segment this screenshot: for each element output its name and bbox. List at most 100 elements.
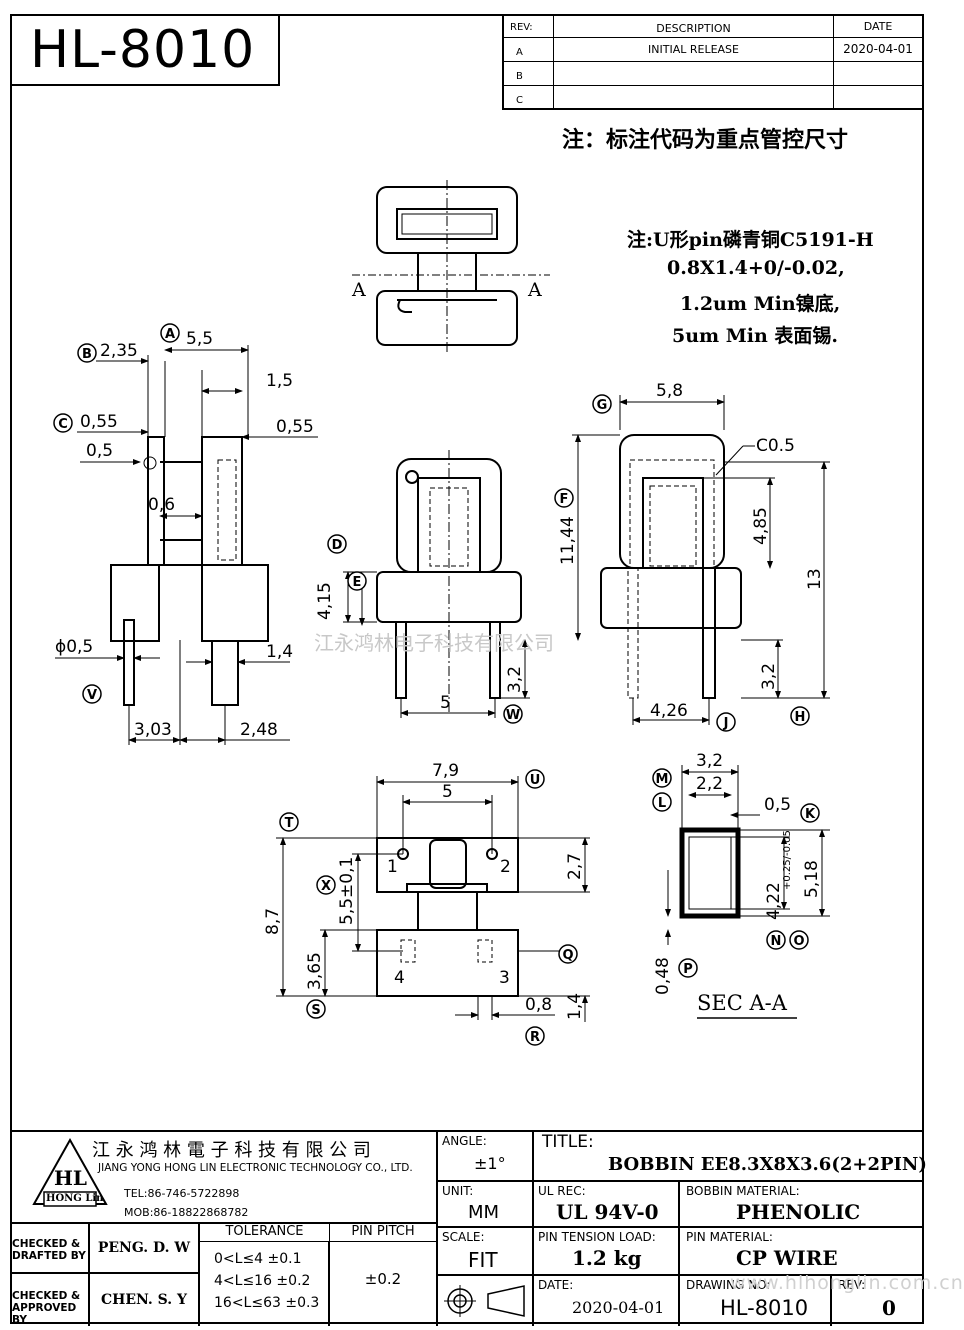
angle-cell: ANGLE: ±1° [438,1132,534,1182]
circled-label-t: T [279,812,299,832]
technical-drawing: 5,5 2,35 0,55 0,5 1,5 0,55 0,6 ϕ0,5 1,4 … [53,180,830,1046]
sec-dim-0-48: 0,48 [653,957,673,995]
title-block: HL HONG Lin 江 永 鸿 林 電 子 科 技 有 限 公 司 JIAN… [10,1130,963,1326]
dim-5-5: 5,5±0,1 [337,857,357,925]
note-pin-line2: 0.8X1.4+0/-0.02, [667,257,845,279]
pin-tension-value: 1.2 kg [572,1246,642,1270]
circled-label-k: K [800,803,820,823]
circled-label-text: L [658,796,666,811]
dim-3-03: 3,03 [134,720,172,740]
circled-label-q: Q [558,944,578,964]
bobbin-material-cell: BOBBIN MATERIAL: PHENOLIC [680,1182,924,1228]
description-header: DESCRIPTION [554,16,834,38]
logo-text: HL [54,1166,87,1190]
rev-a-date: 2020-04-01 [834,38,922,62]
dim-8-7: 8,7 [263,908,283,935]
circled-label-text: U [530,773,541,788]
dim-c: 0,55 [80,412,118,432]
circled-label-p: P [678,958,698,978]
rev-header: REV: [504,16,554,38]
note-pin-line1: 注:U形pin磷青铜C5191-H [627,229,874,251]
watermark: 江永鸿林电子科技有限公司 [314,631,554,655]
circled-label-text: X [321,879,331,894]
circled-label-g: G [592,394,612,414]
company-area: HL HONG Lin 江 永 鸿 林 電 子 科 技 有 限 公 司 JIAN… [10,1132,438,1224]
circled-label-text: J [723,716,729,731]
circled-label-l: L [652,792,672,812]
dim-0-6: 0,6 [148,495,175,515]
note-pin-line4: 5um Min 表面锡. [672,325,839,347]
projection-symbol-icon [444,1285,525,1317]
sec-dim-5-18: 5,18 [802,860,822,898]
dim-11-44: 11,44 [558,516,578,565]
pin-material-cell: PIN MATERIAL: CP WIRE [680,1228,924,1276]
circled-label-d: D [327,534,347,554]
rev-value: 0 [882,1296,896,1320]
circled-label-text: D [332,538,343,553]
checked-drafted-by: PENG. D. W [90,1224,200,1274]
ul-rec-value: UL 94V-0 [556,1200,659,1224]
dim-phi: ϕ0,5 [55,637,93,657]
rev-a-description: INITIAL RELEASE [554,38,834,62]
sec-dim-0-5: 0,5 [764,795,791,815]
dim-4-85: 4,85 [751,507,771,545]
company-mob: MOB:86-18822868782 [124,1206,249,1219]
circled-label-u: U [525,769,545,789]
dim-7-9: 7,9 [432,761,459,781]
rev-b: B [504,62,554,86]
drawing-frame [10,14,924,1324]
scale-cell: SCALE: FIT [438,1228,534,1276]
tolerance-row-2: 4<L≤16 ±0.2 [214,1273,311,1289]
rev-c-description [554,86,834,110]
title-cell: TITLE: BOBBIN EE8.3X8X3.6(2+2PIN) [534,1132,927,1182]
pin-number-2: 2 [500,857,511,877]
dim-4-26: 4,26 [650,701,688,721]
circled-label-text: N [771,934,782,949]
date-label: DATE: [538,1278,574,1292]
company-tel: TEL:86-746-5722898 [124,1187,240,1200]
pin-number-4: 4 [394,968,405,988]
unit-label: UNIT: [442,1184,474,1198]
circled-label-text: A [165,327,175,342]
date-header: DATE [834,16,922,38]
sec-dim-4-22: 4,22 [764,882,784,920]
note-key-dimensions: 注：标注代码为重点管控尺寸 [562,128,849,153]
ul-rec-cell: UL REC: UL 94V-0 [534,1182,680,1228]
dim-2-7: 2,7 [565,853,585,880]
date-cell: DATE: 2020-04-01 [534,1276,680,1326]
drawing-no-label: DRAWING NO: [686,1278,771,1292]
rev-a: A [504,38,554,62]
dim-c0-5: C0.5 [756,436,795,456]
circled-label-w: W [503,704,523,724]
circled-label-o: O [789,930,809,950]
pin-pitch-label: PIN PITCH [330,1224,438,1242]
projection-symbol-cell [438,1276,534,1326]
circled-label-r: R [525,1026,545,1046]
pin-material-label: PIN MATERIAL: [686,1230,773,1244]
circled-label-text: M [656,772,669,787]
side-view [110,436,269,706]
revision-table: REV: DESCRIPTION DATE A INITIAL RELEASE … [502,14,924,110]
bobbin-material-value: PHENOLIC [736,1200,861,1224]
sec-dim-2-2: 2,2 [696,774,723,794]
logo-subtext: HONG Lin [46,1193,104,1204]
scale-value: FIT [468,1248,498,1272]
checked-approved-by: CHEN. S. Y [90,1274,200,1326]
sec-dim-tolerance: +0.25/-0.05 [782,830,793,890]
dim-0-5: 0,5 [86,441,113,461]
section-a-a [679,827,797,1019]
checked-approved-label: CHECKED & APPROVED BY [10,1274,90,1326]
tolerance-values: 0<L≤4 ±0.1 4<L≤16 ±0.2 16<L≤63 ±0.3 [200,1242,330,1326]
unit-value: MM [468,1202,500,1223]
circled-label-text: O [793,934,804,949]
circled-label-e: E [347,571,367,591]
circled-label-text: S [311,1003,320,1018]
circled-label-text: Q [562,948,573,963]
dim-5-8: 5,8 [656,381,683,401]
pin-tension-cell: PIN TENSION LOAD: 1.2 kg [534,1228,680,1276]
checked-drafted-label: CHECKED & DRAFTED BY [10,1224,90,1274]
section-label: SEC A-A [697,991,788,1015]
tolerance-row-3: 16<L≤63 ±0.3 [214,1295,320,1311]
rev-label: REV: [838,1278,866,1292]
circled-label-f: F [554,488,574,508]
